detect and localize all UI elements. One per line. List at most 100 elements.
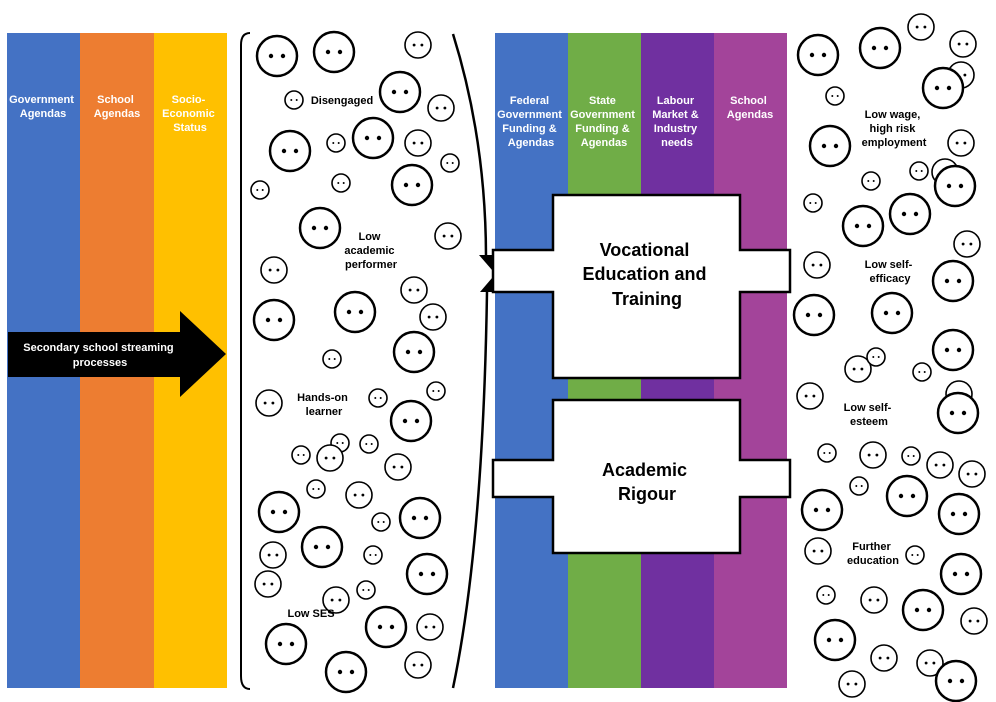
student-faces [250, 13, 988, 702]
student-face [844, 355, 872, 383]
student-face [322, 586, 350, 614]
student-face [398, 496, 442, 540]
student-face [392, 330, 436, 374]
label-low-wage-employment: Low wage, high risk employment [862, 109, 927, 149]
converge-arrow-top-head [479, 255, 493, 270]
label-low-self-esteem: Low self- esteem [844, 402, 895, 428]
student-face [901, 588, 945, 632]
state-column-label: State Government Funding & Agendas [570, 95, 638, 149]
student-face [949, 30, 977, 58]
student-face [803, 251, 831, 279]
student-face [825, 86, 845, 106]
student-face [841, 204, 885, 248]
student-face [363, 545, 383, 565]
student-group-bracket [240, 32, 251, 690]
student-face [426, 381, 446, 401]
vet-pathway-label: Vocational Education and Training [582, 240, 711, 309]
student-face [419, 303, 447, 331]
student-face [326, 133, 346, 153]
student-face [800, 488, 844, 532]
converge-arrow-bottom-head [480, 278, 495, 292]
student-face [796, 382, 824, 410]
student-face [284, 90, 304, 110]
student-face [888, 192, 932, 236]
student-face [958, 460, 986, 488]
federal-column-label: Federal Government Funding & Agendas [497, 95, 565, 149]
student-face [916, 649, 944, 677]
student-face [389, 399, 433, 443]
student-face [404, 129, 432, 157]
student-face [870, 644, 898, 672]
student-face [298, 206, 342, 250]
student-face [860, 586, 888, 614]
student-face [907, 13, 935, 41]
vet-channel-joint-right [739, 251, 742, 291]
converge-arrow-top [451, 33, 488, 259]
student-face [792, 293, 836, 337]
student-face [905, 545, 925, 565]
student-face [250, 180, 270, 200]
student-face [953, 230, 981, 258]
student-face [359, 434, 379, 454]
school-agendas-right-column-label: School Agendas [727, 95, 773, 121]
government-column-label: Government Agendas [9, 94, 77, 120]
student-face [870, 291, 914, 335]
student-face [300, 525, 344, 569]
academic-pathway-channel [491, 398, 792, 555]
vet-channel-joint-left [552, 251, 555, 291]
student-face [324, 650, 368, 694]
academic-channel-joint-right [739, 461, 742, 496]
student-face [434, 222, 462, 250]
student-face [404, 651, 432, 679]
student-face [384, 453, 412, 481]
student-face [947, 129, 975, 157]
student-face [909, 161, 929, 181]
academic-pathway-label: Academic Rigour [602, 460, 692, 504]
student-face [934, 659, 978, 702]
student-face [838, 670, 866, 698]
student-face [796, 33, 840, 77]
student-face [861, 171, 881, 191]
student-face [364, 605, 408, 649]
student-face [931, 259, 975, 303]
student-face [885, 474, 929, 518]
vet-pathway-channel [491, 193, 792, 380]
student-face [390, 163, 434, 207]
student-face [312, 30, 356, 74]
student-face [933, 164, 977, 208]
student-face [960, 607, 988, 635]
label-disengaged: Disengaged [311, 95, 373, 107]
student-face [427, 94, 455, 122]
student-face [926, 451, 954, 479]
student-face [404, 31, 432, 59]
student-face [306, 479, 326, 499]
student-face [416, 613, 444, 641]
label-low-academic-performer: Low academic performer [344, 231, 397, 271]
academic-channel-joint-left [552, 461, 555, 496]
student-face [257, 490, 301, 534]
student-face [939, 552, 983, 596]
student-face [291, 445, 311, 465]
student-face [268, 129, 312, 173]
ses-column-label: Socio- Economic Status [162, 94, 218, 134]
streaming-arrow [8, 311, 226, 397]
student-face [921, 66, 965, 110]
student-face [400, 276, 428, 304]
student-face [937, 492, 981, 536]
student-face [936, 391, 980, 435]
student-face [259, 541, 287, 569]
student-face [252, 298, 296, 342]
student-face [356, 580, 376, 600]
student-face [931, 328, 975, 372]
student-face [345, 481, 373, 509]
student-face [859, 441, 887, 469]
label-further-education: Further education [847, 541, 899, 567]
student-face [803, 193, 823, 213]
label-hands-on-learner: Hands-on learner [297, 392, 351, 418]
streaming-arrow-label: Secondary school streaming processes [23, 342, 176, 369]
student-face [440, 153, 460, 173]
student-face [351, 116, 395, 160]
school-agendas-column-label: School Agendas [94, 94, 140, 120]
student-face [260, 256, 288, 284]
label-low-self-efficacy: Low self- efficacy [865, 259, 916, 285]
